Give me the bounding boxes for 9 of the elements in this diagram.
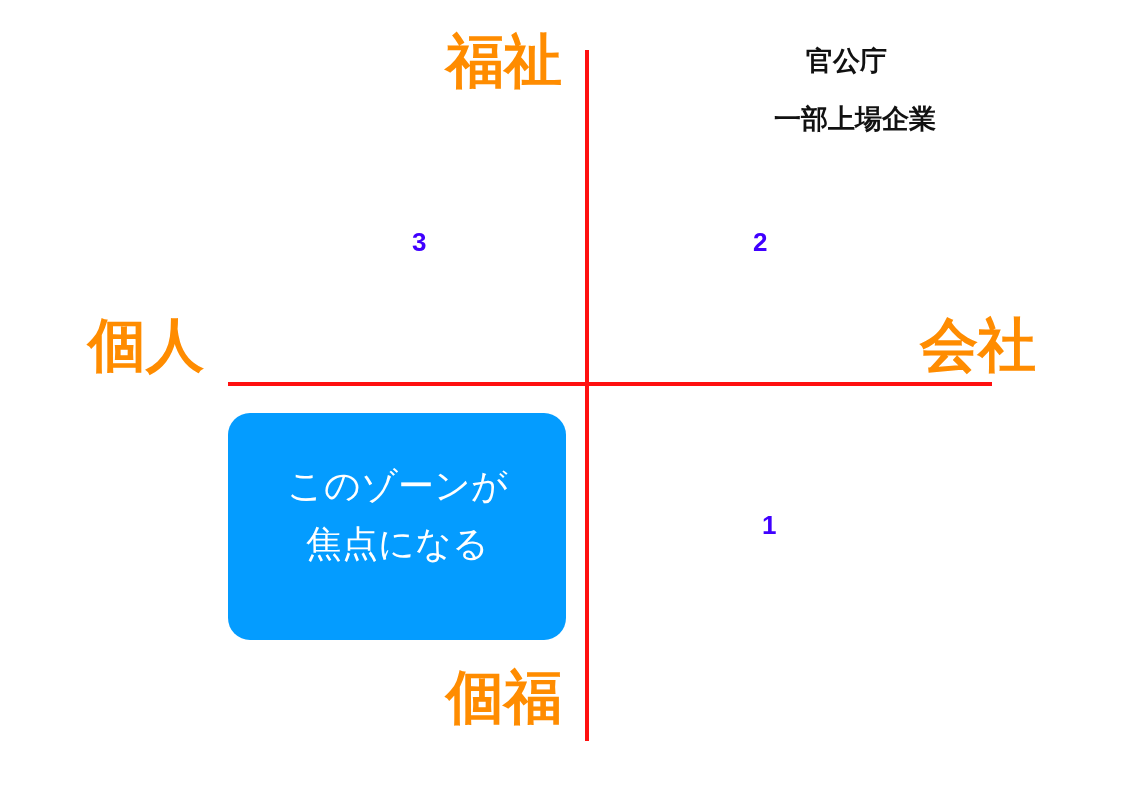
category-label: 一部上場企業 [774,106,936,133]
axis-label: 個人 [88,316,204,374]
axis-label: 会社 [920,316,1036,374]
quadrant-number: 2 [753,229,768,255]
highlight-box: このゾーンが焦点になる [228,413,566,640]
quadrant-number: 1 [762,512,777,538]
category-label: 官公庁 [806,48,887,75]
axis-label: 福祉 [446,32,562,90]
quadrant-number: 3 [412,229,427,255]
